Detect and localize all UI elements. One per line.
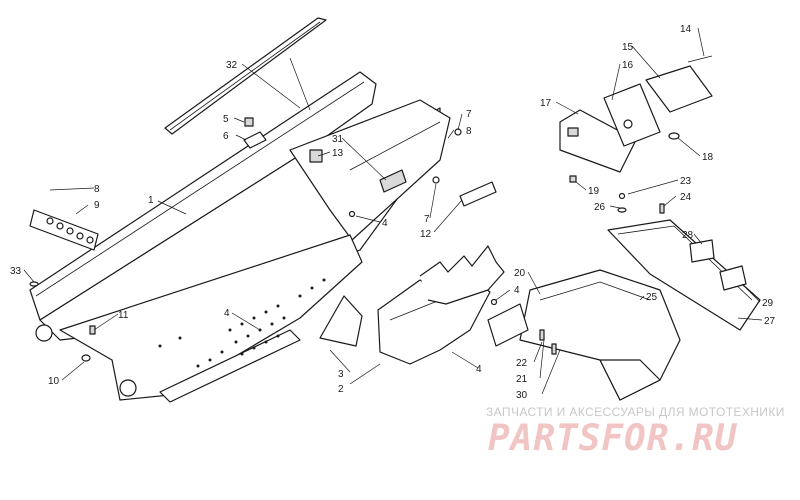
- callout-7: 7: [466, 109, 472, 120]
- watermark-logo: PARTSFOR.RU: [488, 418, 738, 459]
- callout-4: 4: [382, 218, 388, 229]
- callout-9: 9: [94, 200, 100, 211]
- callout-27: 27: [764, 316, 776, 327]
- watermark-tagline: ЗАПЧАСТИ И АКСЕССУАРЫ ДЛЯ МОТОТЕХНИКИ: [486, 405, 785, 419]
- part-5-6-13-fasteners: [243, 117, 323, 163]
- callout-11: 11: [118, 310, 129, 321]
- part-21-22-30-fasteners: [539, 329, 557, 355]
- callout-32: 32: [226, 60, 238, 71]
- callout-17: 17: [540, 98, 552, 109]
- part-4-hardware: [348, 210, 498, 306]
- callout-20: 20: [514, 268, 526, 279]
- callout-8: 8: [466, 126, 472, 137]
- callout-33: 33: [10, 266, 22, 277]
- callout-18: 18: [702, 152, 714, 163]
- tunnel-hole-pattern: [158, 278, 326, 368]
- callout-10: 10: [48, 376, 60, 387]
- callout-25: 25: [646, 292, 658, 303]
- callout-29: 29: [762, 298, 774, 309]
- part-32-rail-strip: [164, 17, 327, 135]
- callout-3: 3: [338, 369, 344, 380]
- callout-15: 15: [622, 42, 634, 53]
- callout-19: 19: [588, 186, 600, 197]
- part-14-18-19-small: [569, 55, 713, 183]
- callout-7: 7: [424, 214, 430, 225]
- part-16-lens: [603, 83, 661, 147]
- callout-31: 31: [332, 134, 344, 145]
- callout-22: 22: [516, 358, 528, 369]
- callout-2: 2: [338, 384, 344, 395]
- part-tunnel-side-panel: [289, 99, 451, 241]
- callout-30: 30: [516, 390, 528, 401]
- callout-5: 5: [223, 114, 229, 125]
- part-tunnel-lower-skin: [35, 234, 363, 403]
- part-9-vent-cover: [29, 209, 99, 251]
- callout-26: 26: [594, 202, 606, 213]
- leader-lines: [23, 27, 763, 395]
- callout-6: 6: [223, 131, 229, 142]
- callout-23: 23: [680, 176, 692, 187]
- callout-1: 1: [148, 195, 154, 206]
- callout-8: 8: [94, 184, 100, 195]
- callout-28: 28: [682, 230, 694, 241]
- part-zigzag-flap: [419, 245, 505, 305]
- part-12-bracket: [432, 128, 497, 207]
- part-17-taillight-housing: [559, 109, 637, 173]
- part-28-decal: [689, 239, 715, 263]
- part-31-decal: [379, 169, 407, 193]
- part-33-10-11-items: [29, 281, 96, 362]
- callout-16: 16: [622, 60, 634, 71]
- callout-14: 14: [680, 24, 692, 35]
- callout-4: 4: [476, 364, 482, 375]
- part-25-rear-bumper: [487, 269, 681, 401]
- callout-12: 12: [420, 229, 432, 240]
- part-15-light-box: [645, 65, 713, 113]
- callout-4: 4: [224, 308, 230, 319]
- callout-4: 4: [514, 285, 520, 296]
- callout-24: 24: [680, 192, 692, 203]
- callout-13: 13: [332, 148, 344, 159]
- callout-labels: 1 2 3 4 4 4 4 5 6 7 7 8 8 9 10 11 12 13 …: [10, 24, 776, 401]
- part-29-decal: [719, 265, 747, 291]
- part-3-bracket: [319, 295, 363, 347]
- part-23-24-26-fasteners: [617, 192, 665, 214]
- callout-21: 21: [516, 374, 528, 385]
